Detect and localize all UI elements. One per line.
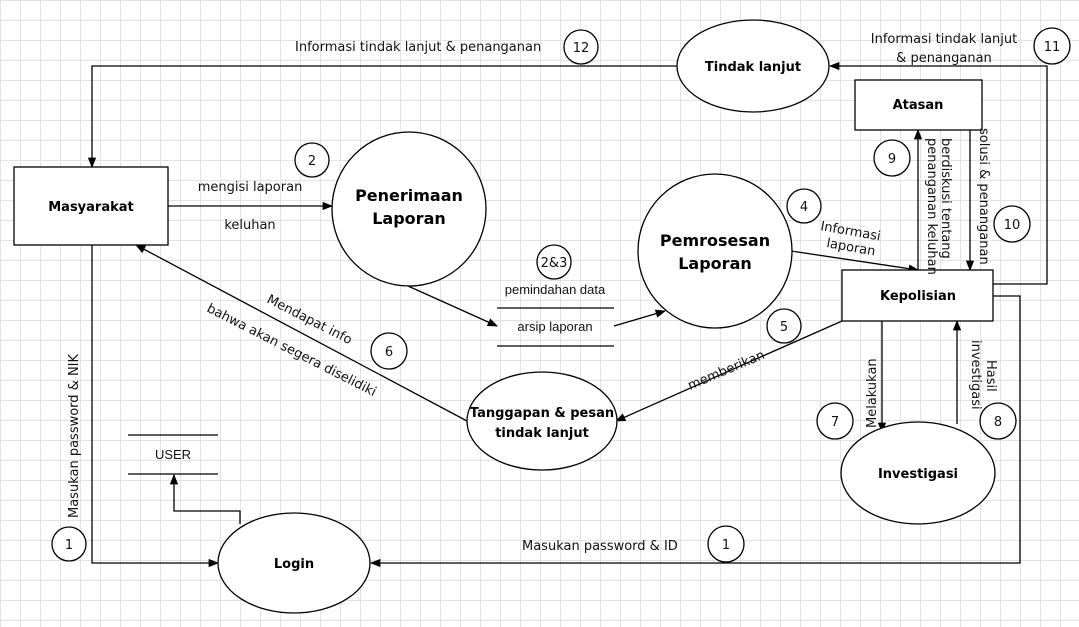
entity-masyarakat[interactable]: Masyarakat: [13, 166, 169, 246]
badge-9: 9: [873, 139, 911, 177]
badge-8: 8: [979, 402, 1017, 440]
process-investigasi-label: Investigasi: [878, 467, 958, 482]
process-pemrosesan-label-1: Pemrosesan: [660, 231, 770, 250]
flow-1-bottom-label: Masukan password & ID: [522, 539, 678, 554]
svg-text:6: 6: [385, 345, 393, 360]
flow-11-line: [828, 61, 1048, 285]
svg-text:2&3: 2&3: [541, 256, 568, 271]
process-pemrosesan-laporan[interactable]: Pemrosesan Laporan: [637, 173, 793, 329]
flow-1-bottom-line: [369, 295, 1021, 568]
process-tanggapan-label-2: tindak lanjut: [495, 426, 589, 441]
flow-10-label: solusi & penanganan: [976, 128, 991, 265]
badge-4: 4: [786, 188, 822, 224]
flow-8-label-2: investigasi: [968, 340, 983, 410]
flow-5-line: [615, 320, 843, 422]
svg-text:1: 1: [722, 538, 730, 553]
flow-login-user-line: [169, 473, 241, 524]
datastore-user-label: USER: [155, 447, 191, 462]
badge-11: 11: [1033, 27, 1071, 65]
svg-text:9: 9: [888, 152, 896, 167]
flow-1-left-line: [91, 245, 220, 568]
flow-8-label-1: Hasil: [983, 360, 998, 392]
svg-text:1: 1: [65, 538, 73, 553]
datastore-user[interactable]: USER: [128, 434, 218, 475]
flow-2-3-out-line: [613, 309, 666, 327]
badge-10: 10: [993, 205, 1031, 243]
flow-2-3-in-line: [407, 285, 498, 327]
badge-1-bottom: 1: [707, 525, 745, 563]
badge-7: 7: [816, 402, 854, 440]
flow-11-label-1: Informasi tindak lanjut: [871, 32, 1017, 47]
entity-atasan[interactable]: Atasan: [854, 79, 983, 131]
entity-kepolisian-label: Kepolisian: [880, 289, 956, 304]
svg-text:7: 7: [831, 415, 839, 430]
entity-kepolisian[interactable]: Kepolisian: [841, 269, 994, 322]
flow-6-line: [135, 244, 468, 422]
badge-12: 12: [563, 29, 599, 65]
process-tanggapan-label-1: Tanggapan & pesan: [470, 406, 614, 421]
process-tindak-lanjut-label: Tindak lanjut: [705, 60, 801, 75]
flow-1-left-label: Masukan password & NIK: [67, 353, 82, 518]
svg-text:5: 5: [780, 320, 788, 335]
flow-2-label-2: keluhan: [224, 218, 275, 233]
datastore-arsip-label: arsip laporan: [517, 319, 592, 334]
process-penerimaan-laporan[interactable]: Penerimaan Laporan: [331, 131, 487, 287]
badge-1-left: 1: [51, 526, 87, 562]
badge-2: 2: [294, 142, 330, 178]
process-investigasi[interactable]: Investigasi: [840, 421, 996, 525]
process-login[interactable]: Login: [217, 512, 371, 614]
badge-2-3: 2&3: [536, 244, 572, 280]
svg-text:12: 12: [573, 41, 590, 56]
entity-masyarakat-label: Masyarakat: [48, 200, 134, 215]
process-login-label: Login: [274, 557, 314, 572]
svg-text:10: 10: [1004, 218, 1021, 233]
svg-text:2: 2: [308, 154, 316, 169]
entity-atasan-label: Atasan: [893, 98, 944, 113]
process-pemrosesan-label-2: Laporan: [678, 254, 752, 273]
svg-text:4: 4: [800, 200, 808, 215]
process-penerimaan-label-2: Laporan: [372, 209, 446, 228]
flow-11-label-2: & penanganan: [896, 51, 992, 66]
process-tindak-lanjut[interactable]: Tindak lanjut: [676, 19, 830, 113]
flow-4-line: [790, 250, 920, 273]
svg-text:8: 8: [994, 415, 1002, 430]
process-penerimaan-label-1: Penerimaan: [355, 186, 463, 205]
flow-5-label: memberikan: [686, 348, 767, 394]
flow-9-label-2: penanganan keluhan: [924, 138, 939, 275]
flow-2-label-1: mengisi laporan: [198, 180, 303, 195]
badge-6: 6: [370, 332, 408, 370]
flow-9-label-1: berdiskusi tentang: [938, 138, 953, 259]
badge-5: 5: [766, 308, 802, 344]
flow-12-line: [87, 65, 677, 169]
flow-12-label: Informasi tindak lanjut & penanganan: [295, 40, 541, 55]
flow-2-3-label: pemindahan data: [505, 282, 606, 297]
process-tanggapan[interactable]: Tanggapan & pesan tindak lanjut: [466, 371, 618, 471]
flow-7-label: Melakukan: [865, 358, 880, 428]
datastore-arsip-laporan[interactable]: arsip laporan: [497, 307, 614, 347]
svg-text:11: 11: [1044, 40, 1061, 55]
